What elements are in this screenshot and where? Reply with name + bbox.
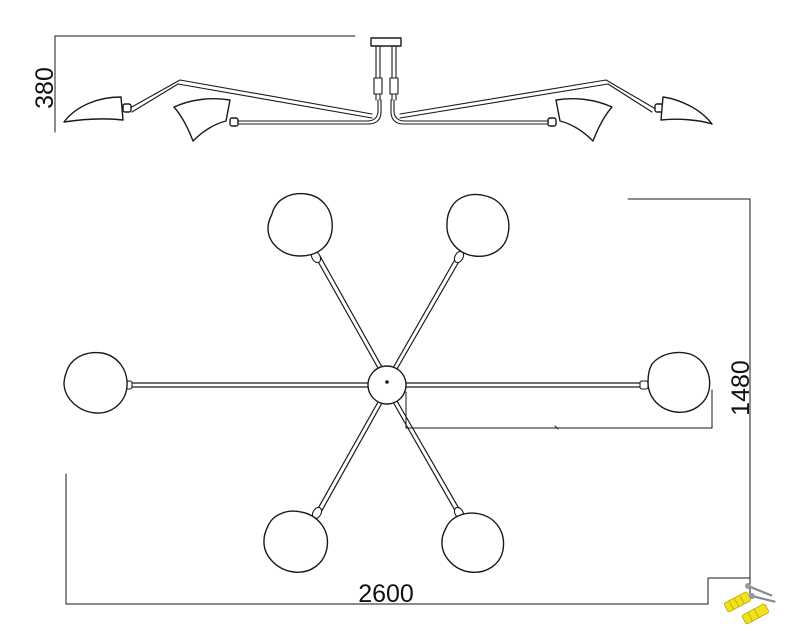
left-arms	[129, 79, 382, 125]
shade-outer-right	[660, 96, 713, 125]
globe-right	[647, 351, 711, 413]
globe-left	[63, 351, 128, 414]
globe-lower-right	[441, 512, 505, 573]
shade-outer-left	[63, 96, 124, 123]
width-label: 2600	[358, 580, 414, 608]
ceiling-canopy	[370, 37, 402, 47]
hub-center-mark	[385, 380, 389, 384]
right-arms	[390, 79, 655, 125]
central-hub	[367, 365, 407, 405]
reference-lines	[405, 389, 713, 430]
height-dimension-line	[54, 35, 356, 133]
span-label: 1480	[727, 360, 755, 416]
plan-view	[63, 192, 751, 605]
globe-lower-left	[263, 510, 329, 573]
plan-arms	[127, 255, 645, 515]
shade-inner-right	[555, 98, 613, 142]
globe-upper-right	[446, 193, 510, 257]
shade-inner-left	[173, 98, 231, 142]
arm-joints	[122, 103, 664, 127]
wall-anchor-screw-icon	[723, 583, 776, 625]
height-label: 380	[31, 67, 59, 109]
side-elevation	[54, 35, 713, 142]
globe-upper-left	[267, 192, 333, 257]
width-dimension-line	[65, 473, 751, 605]
canopy-stems	[373, 45, 399, 101]
span-dimension-line	[627, 198, 751, 601]
